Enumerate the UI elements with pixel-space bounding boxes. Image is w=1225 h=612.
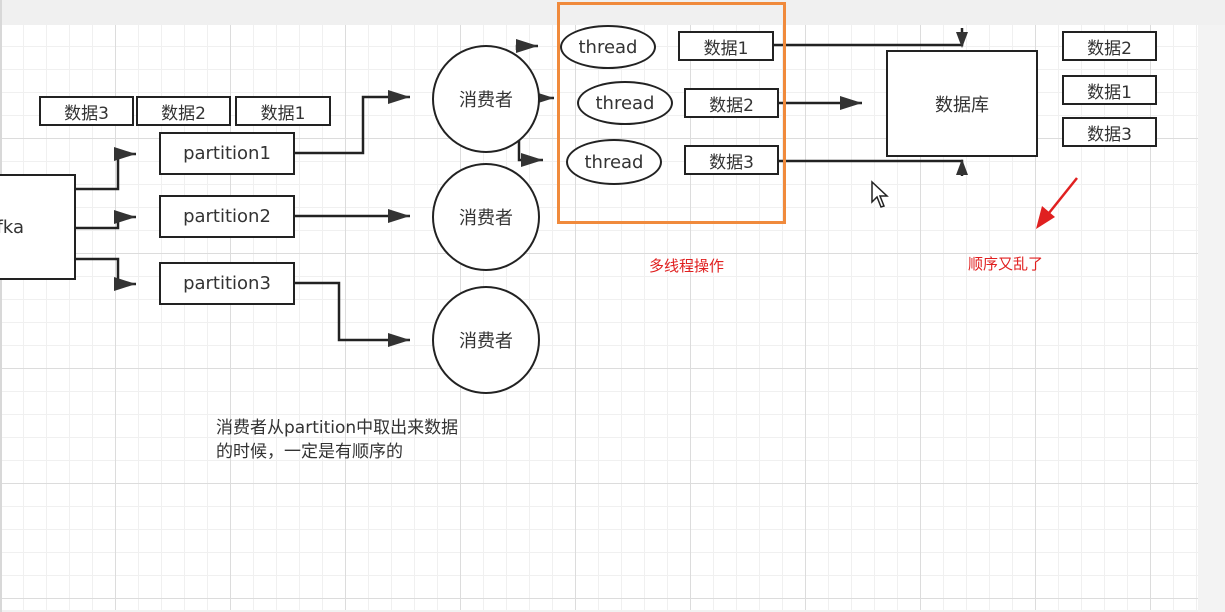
arrowhead-db-top bbox=[956, 32, 968, 48]
db-result-box[interactable]: 数据1 bbox=[1062, 75, 1157, 105]
multithread-highlight-frame[interactable] bbox=[557, 2, 786, 224]
queue-data-label: 数据2 bbox=[161, 103, 206, 124]
arrowhead-db-bottom bbox=[956, 159, 968, 175]
partition-node[interactable]: partition3 bbox=[159, 262, 295, 305]
partition-label: partition2 bbox=[183, 206, 271, 227]
kafka-label: fka bbox=[0, 216, 24, 238]
edge-consumer-thread3 bbox=[517, 140, 543, 167]
edge-consumer-thread1 bbox=[515, 39, 538, 53]
consumer-node[interactable]: 消费者 bbox=[432, 286, 540, 394]
thread-data-box[interactable]: 数据3 bbox=[684, 145, 779, 175]
queue-data-label: 数据3 bbox=[64, 103, 109, 124]
left-edge bbox=[0, 0, 2, 612]
mouse-cursor-icon bbox=[871, 180, 889, 208]
edge-partition3-consumer3 bbox=[294, 281, 410, 347]
queue-data-label: 数据1 bbox=[260, 103, 306, 124]
edge-data1-db bbox=[773, 28, 964, 47]
edge-kafka-partition1 bbox=[75, 147, 136, 191]
kafka-node[interactable]: fka bbox=[0, 174, 76, 280]
red-annotation-arrow-line bbox=[1044, 177, 1078, 219]
disorder-annotation: 顺序又乱了 bbox=[968, 255, 1044, 273]
partition-label: partition1 bbox=[183, 143, 271, 164]
thread-data-label: 数据2 bbox=[709, 95, 754, 116]
thread-data-label: 数据1 bbox=[703, 38, 749, 59]
multithread-annotation: 多线程操作 bbox=[649, 257, 725, 275]
thread-node[interactable]: thread bbox=[566, 139, 662, 185]
thread-data-label: 数据3 bbox=[709, 152, 754, 173]
db-result-box[interactable]: 数据3 bbox=[1062, 117, 1157, 147]
order-note: 消费者从partition中取出来数据的时候，一定是有顺序的 bbox=[216, 418, 459, 462]
queue-data-box[interactable]: 数据2 bbox=[136, 96, 231, 126]
thread-label: thread bbox=[584, 151, 644, 173]
thread-data-box[interactable]: 数据1 bbox=[678, 31, 774, 61]
partition-node[interactable]: partition1 bbox=[159, 132, 295, 175]
partition-label: partition3 bbox=[183, 273, 271, 294]
consumer-label: 消费者 bbox=[459, 331, 513, 352]
db-result-label: 数据3 bbox=[1087, 124, 1132, 145]
consumer-label: 消费者 bbox=[459, 208, 513, 229]
thread-node[interactable]: thread bbox=[577, 81, 673, 125]
queue-data-box[interactable]: 数据1 bbox=[235, 96, 331, 126]
consumer-node[interactable]: 消费者 bbox=[432, 163, 540, 271]
red-annotation-arrowhead bbox=[1036, 206, 1055, 229]
edge-kafka-partition2 bbox=[75, 210, 136, 230]
consumer-node[interactable]: 消费者 bbox=[432, 45, 540, 153]
thread-label: thread bbox=[595, 92, 655, 114]
database-node[interactable]: 数据库 bbox=[886, 50, 1038, 157]
edge-partition1-consumer1 bbox=[294, 90, 410, 155]
queue-data-box[interactable]: 数据3 bbox=[39, 96, 134, 126]
database-label: 数据库 bbox=[935, 94, 989, 116]
partition-node[interactable]: partition2 bbox=[159, 195, 295, 238]
db-result-label: 数据2 bbox=[1087, 38, 1132, 59]
consumer-label: 消费者 bbox=[459, 90, 513, 111]
edge-kafka-partition3 bbox=[75, 257, 136, 291]
thread-label: thread bbox=[578, 36, 638, 58]
thread-node[interactable]: thread bbox=[560, 25, 656, 69]
thread-data-box[interactable]: 数据2 bbox=[684, 88, 779, 118]
right-panel-edge bbox=[1198, 25, 1225, 612]
db-result-box[interactable]: 数据2 bbox=[1062, 31, 1157, 61]
edge-data3-db bbox=[778, 159, 964, 176]
db-result-label: 数据1 bbox=[1087, 82, 1132, 103]
